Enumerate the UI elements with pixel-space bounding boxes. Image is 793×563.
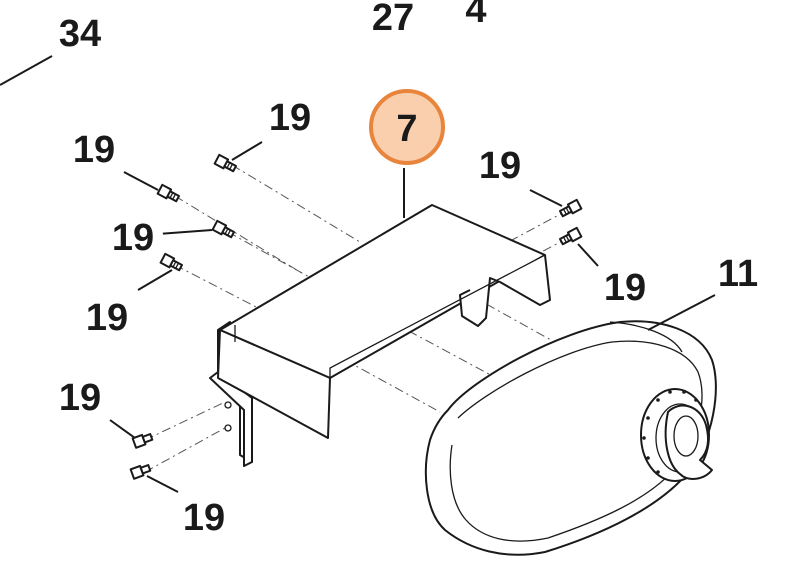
bolt-icon[interactable] [213,153,238,173]
callout-19[interactable]: 19 [64,118,124,178]
callout-label: 11 [718,253,758,295]
bolt-icon[interactable] [558,226,583,246]
leader-34 [0,55,53,86]
callout-11[interactable]: 11 [708,242,768,302]
callout-19[interactable]: 19 [50,366,110,426]
callout-label: 19 [86,297,128,339]
bolt-icon[interactable] [129,463,152,480]
callout-19[interactable]: 19 [77,286,137,346]
heat-shield-part-7[interactable] [209,204,551,467]
callout-label: 19 [59,377,101,419]
callout-19[interactable]: 19 [260,86,320,146]
callout-label: 27 [372,0,414,39]
callout-label: 19 [112,217,154,259]
callout-label: 19 [73,129,115,171]
callout-label: 7 [396,108,417,150]
bolt-icon[interactable] [558,198,583,218]
callout-label: 19 [269,97,311,139]
callout-19[interactable]: 19 [174,486,234,546]
callout-19[interactable]: 19 [595,256,655,316]
bolt-icon[interactable] [159,252,184,272]
bolt-icon[interactable] [211,219,236,239]
callout-label: 4 [465,0,486,31]
callout-label: 34 [59,13,101,55]
callout-7-highlighted[interactable]: 7 [369,89,445,165]
callout-label: 19 [183,497,225,539]
callout-34[interactable]: 34 [50,2,110,62]
callout-label: 19 [479,145,521,187]
callout-4[interactable]: 4 [448,0,504,36]
highlight-bubble [369,89,445,165]
callout-19[interactable]: 19 [470,134,530,194]
leader-11 [647,294,716,331]
muffler-part-11[interactable] [424,320,717,556]
bolt-icon[interactable] [156,183,181,203]
callout-27[interactable]: 27 [363,0,423,45]
callout-19[interactable]: 19 [103,206,163,266]
bolt-icon[interactable] [131,432,154,449]
callout-label: 19 [604,267,646,309]
leaders-19 [109,141,599,493]
